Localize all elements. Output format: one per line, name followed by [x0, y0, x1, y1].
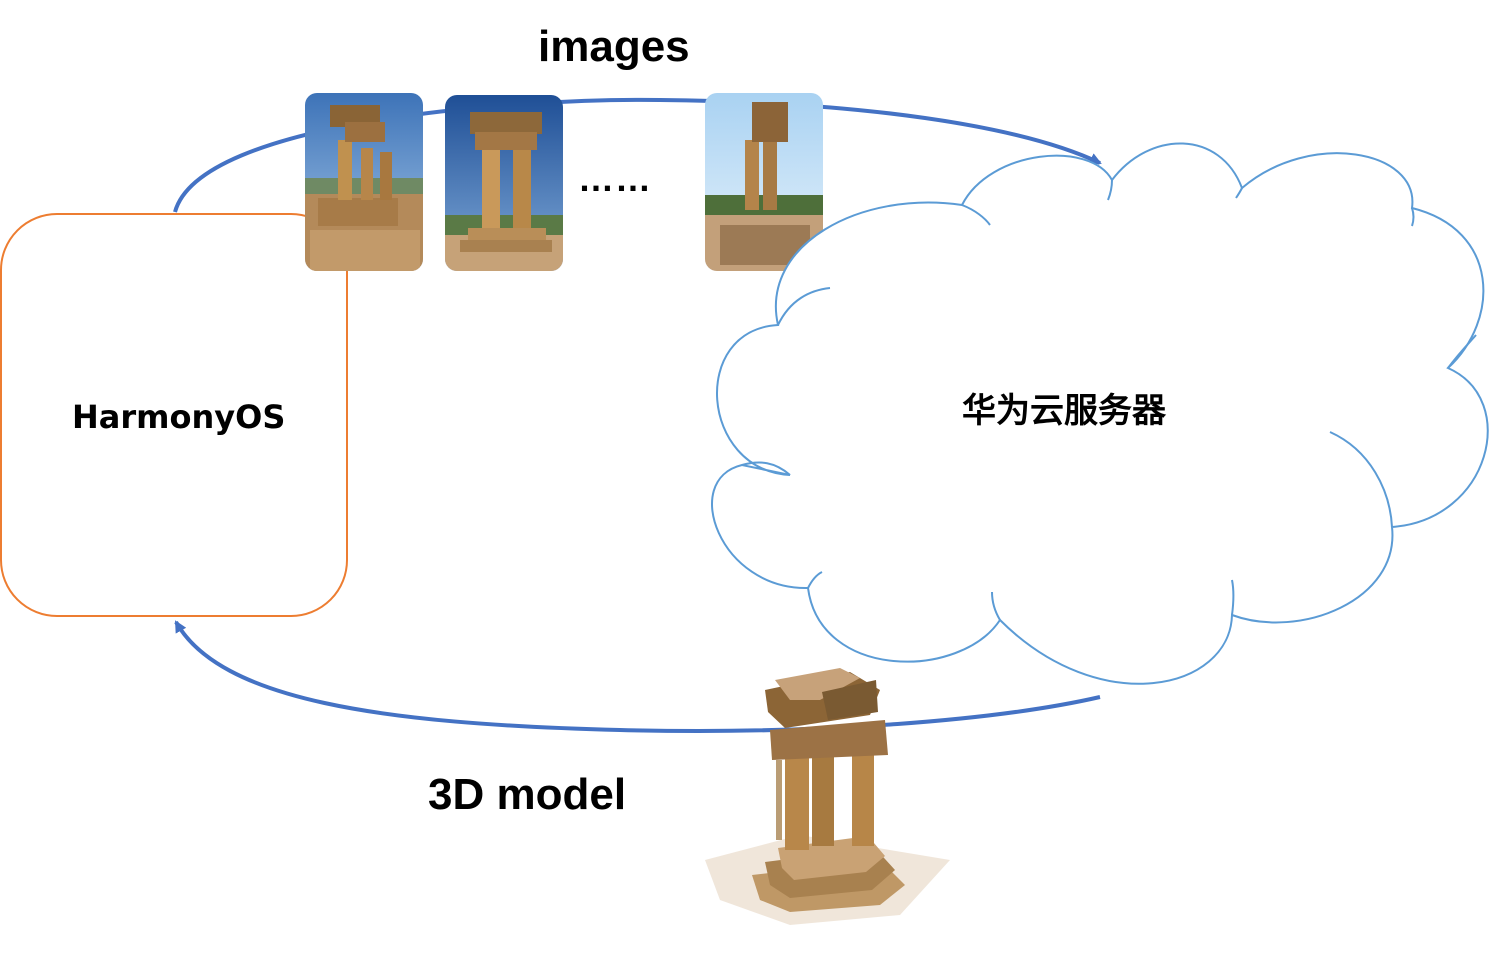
device-label: HarmonyOS — [72, 398, 286, 436]
ellipsis-label: …… — [578, 158, 652, 199]
cloud-server-shape — [711, 142, 1489, 685]
upload-images-arrow — [173, 97, 1102, 213]
cloud-server-label: 华为云服务器 — [962, 391, 1166, 431]
temple-photo-1 — [305, 93, 423, 271]
return-model-arrow — [174, 620, 1101, 733]
temple-photo-2 — [445, 95, 563, 271]
model-label: 3D model — [428, 770, 627, 819]
harmonyos-device-box — [0, 213, 348, 617]
temple-3d-model — [705, 668, 950, 925]
images-label: images — [538, 22, 690, 71]
